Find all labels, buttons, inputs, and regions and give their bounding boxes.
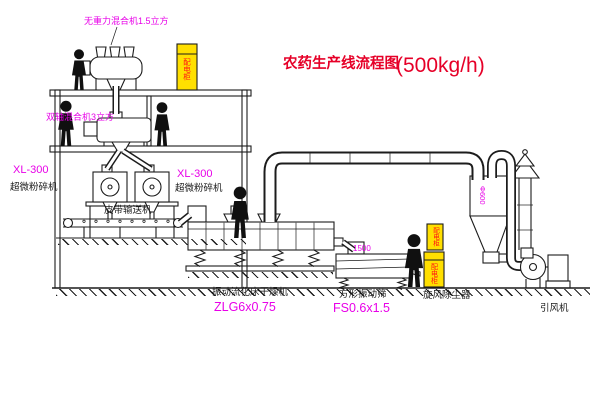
dryer-base [185, 265, 335, 272]
label-pulverizer-mid-model: XL-300 [177, 168, 212, 180]
control-cabinet-small: 配电柜 [426, 223, 444, 251]
induced-draft-fan [519, 247, 571, 289]
cabinet-label: 配电柜 [432, 227, 440, 248]
label-belt-conveyor: 皮带输送机 [104, 204, 152, 216]
rotor [142, 177, 162, 197]
label-fan-name: 引风机 [540, 302, 569, 314]
pulley [62, 217, 74, 229]
spring [271, 249, 285, 267]
label-cyclone-dimension: Φ600 [478, 186, 487, 205]
rotor [100, 177, 120, 197]
dryer-to-screen-chute [341, 239, 356, 253]
cyclone-separator [469, 175, 511, 264]
label-pulverizer-left-name: 超微粉碎机 [10, 181, 58, 193]
cyclone-outlet-pipe [487, 150, 524, 271]
belt-conveyor [62, 217, 184, 238]
dryer-discharge [333, 237, 344, 247]
ground-hatch-building [58, 239, 246, 245]
spring [233, 249, 247, 267]
leader-line [110, 26, 118, 46]
dryer-feed-box [187, 205, 207, 223]
label-pulverizer-mid-name: 超微粉碎机 [175, 182, 223, 194]
label-gravity-mixer: 无重力混合机1.5立方 [84, 15, 169, 26]
spring [307, 249, 321, 267]
ground-hatch-dryer-base [188, 272, 333, 278]
label-pulverizer-left-model: XL-300 [13, 164, 48, 176]
worker-figure [154, 102, 170, 146]
fan-outlet [520, 247, 534, 259]
worker-figure [71, 49, 87, 90]
spring [193, 249, 207, 267]
control-cabinet-lower: 配电柜 [423, 251, 445, 288]
control-cabinet-upper: 配电柜 [176, 43, 198, 91]
exhaust-stack [509, 149, 541, 250]
rotary-valve [482, 251, 500, 264]
page-title-capacity: (500kg/h) [396, 54, 485, 77]
cabinet-body [176, 43, 198, 91]
exhaust-duct [263, 151, 485, 222]
cabinet-body [423, 251, 445, 288]
label-dryer-model: ZLG6x0.75 [214, 300, 276, 314]
spring [338, 277, 350, 290]
label-twin-shaft-mixer: 双轴混合机3立方 [46, 111, 114, 122]
cabinet-label: 配电柜 [431, 263, 439, 285]
page-title: 农药生产线流程图 [282, 54, 399, 72]
gravity-mixer [74, 46, 143, 91]
splitter-pipes [104, 148, 153, 172]
conveyor-to-dryer-chute [177, 212, 193, 226]
fan-motor [547, 254, 569, 282]
mixer2-motor [83, 121, 98, 137]
ground-hatch-main [56, 289, 590, 296]
label-screen-model: FS0.6x1.5 [333, 301, 390, 315]
spring [396, 277, 408, 290]
cabinet-body [426, 223, 444, 251]
cabinet-label: 配电柜 [182, 58, 191, 82]
worker-figure [404, 234, 424, 287]
label-screen-dimension: 1500 [353, 244, 371, 253]
building-structure [49, 89, 590, 289]
